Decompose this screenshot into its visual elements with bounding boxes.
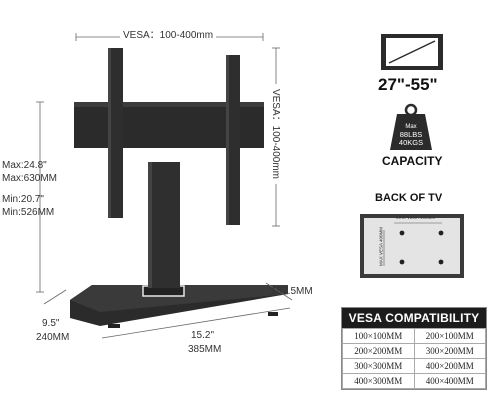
table-cell: 200×200MM: [342, 343, 415, 359]
depth-left-in: 9.5": [42, 318, 60, 329]
vesa-compatibility-title: VESA COMPATIBILITY: [342, 308, 486, 328]
vesa-vertical-label: VESA：100-400mm: [269, 84, 281, 184]
table-cell: 300×200MM: [413, 343, 486, 359]
depth-left-mm: 240MM: [36, 332, 70, 343]
stand-foot-right: [268, 312, 278, 316]
max-vesa-horizontal: MAX VESA 400MM: [396, 215, 436, 220]
weight-text: Max 88LBS 40KGS: [398, 124, 424, 147]
tv-arm-right: [226, 55, 240, 225]
max-height-in: Max:24.8": [2, 160, 47, 171]
max-height-mm: Max:630MM: [2, 173, 58, 184]
screen-size-label: 27"-55": [378, 75, 438, 94]
max-vesa-vertical: MAX VESA 400MM: [378, 227, 384, 267]
table-row: 400×300MM 400×400MM: [342, 373, 486, 389]
min-height-mm: Min:526MM: [2, 207, 55, 218]
vesa-compatibility-table: VESA COMPATIBILITY 100×100MM 200×100MM 2…: [341, 307, 487, 390]
vesa-horizontal-label: VESA：100-400mm: [120, 30, 217, 42]
back-of-tv-panel: [360, 214, 464, 278]
bolt-hole: [399, 259, 405, 265]
screen-size-icon: [381, 34, 443, 70]
bolt-hole: [399, 230, 405, 236]
table-row: 100×100MM 200×100MM: [342, 328, 486, 344]
back-of-tv-title: BACK OF TV: [375, 192, 443, 204]
min-height-in: Min:20.7": [2, 194, 44, 205]
table-row: 200×200MM 300×200MM: [342, 343, 486, 359]
width-mm: 385MM: [188, 344, 222, 355]
capacity-label: CAPACITY: [382, 154, 443, 168]
depth-right-label: 187.5MM: [271, 286, 313, 297]
table-cell: 200×100MM: [413, 328, 486, 344]
weight-icon: [390, 103, 432, 150]
table-row: 300×300MM 400×200MM: [342, 358, 486, 374]
table-cell: 400×300MM: [342, 373, 415, 389]
width-in: 15.2": [191, 330, 215, 341]
stand-column: [148, 162, 180, 288]
bolt-hole: [438, 230, 444, 236]
table-cell: 400×400MM: [413, 373, 486, 389]
table-cell: 400×200MM: [413, 358, 486, 374]
table-cell: 300×300MM: [342, 358, 415, 374]
stand-foot-left: [108, 324, 120, 328]
bolt-hole: [438, 259, 444, 265]
tv-arm-left: [108, 48, 123, 218]
table-cell: 100×100MM: [342, 328, 415, 344]
